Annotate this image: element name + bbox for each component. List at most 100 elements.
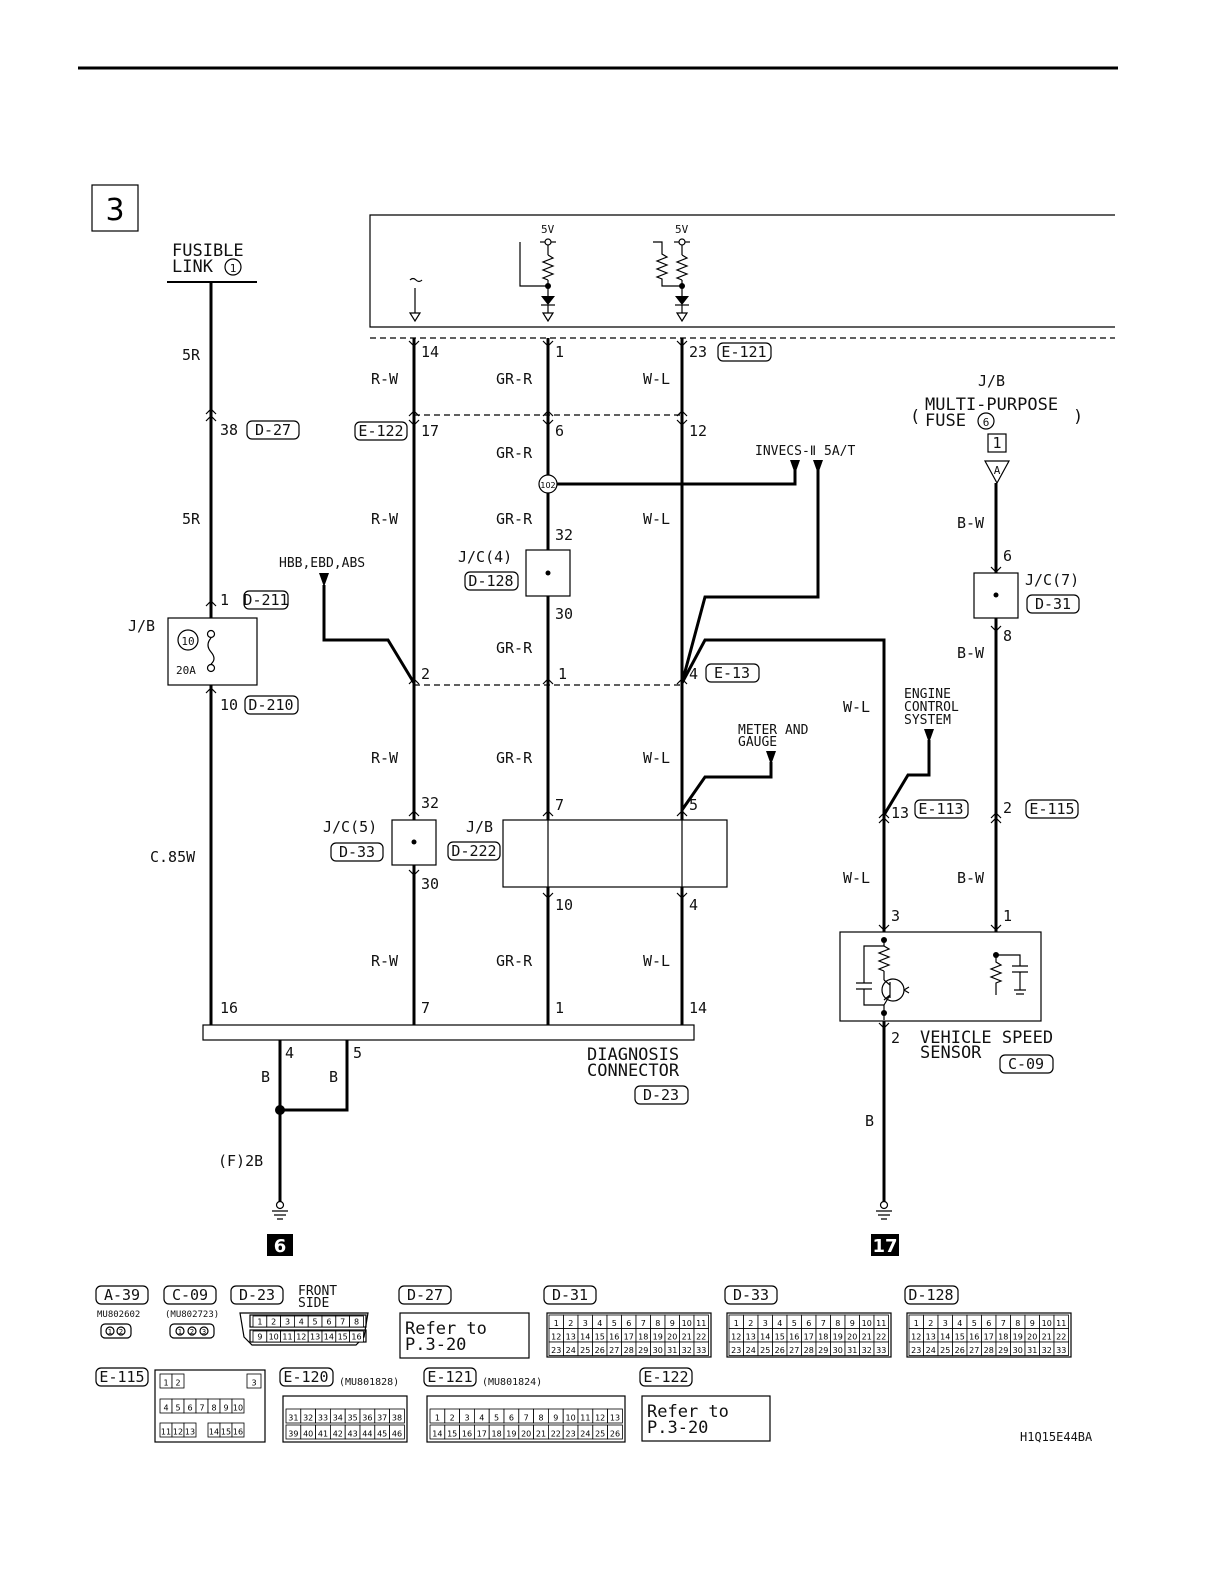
svg-text:11: 11 xyxy=(580,1414,590,1423)
svg-text:C-09: C-09 xyxy=(172,1286,208,1304)
svg-text:12: 12 xyxy=(731,1333,741,1342)
svg-text:8: 8 xyxy=(835,1319,840,1328)
svg-text:4: 4 xyxy=(777,1319,782,1328)
svg-text:29: 29 xyxy=(818,1346,828,1355)
svg-text:R-W: R-W xyxy=(371,370,399,388)
ecu-box xyxy=(369,214,1115,328)
svg-text:2: 2 xyxy=(928,1319,933,1328)
vehicle-speed-sensor: VEHICLE SPEED SENSOR xyxy=(839,931,1053,1063)
svg-text:8: 8 xyxy=(1015,1319,1020,1328)
svg-text:17: 17 xyxy=(624,1333,634,1342)
svg-text:11: 11 xyxy=(161,1428,171,1437)
svg-text:1: 1 xyxy=(435,1414,440,1423)
svg-text:14: 14 xyxy=(689,999,707,1017)
svg-text:2: 2 xyxy=(175,1379,180,1388)
svg-text:D-210: D-210 xyxy=(248,696,293,714)
svg-text:6: 6 xyxy=(806,1319,811,1328)
svg-text:45: 45 xyxy=(377,1430,387,1439)
svg-text:2: 2 xyxy=(891,1029,900,1047)
svg-text:21: 21 xyxy=(682,1333,692,1342)
svg-text:31: 31 xyxy=(288,1414,298,1423)
svg-text:15: 15 xyxy=(221,1428,231,1437)
svg-text:D-31: D-31 xyxy=(1035,595,1071,613)
svg-text:20: 20 xyxy=(847,1333,857,1342)
jb-mid-box: J/B xyxy=(466,818,728,888)
svg-text:5R: 5R xyxy=(182,346,201,364)
svg-text:B-W: B-W xyxy=(957,514,985,532)
drawing-code: H1Q15E44BA xyxy=(1020,1430,1093,1444)
svg-text:30: 30 xyxy=(421,875,439,893)
svg-text:(MU801824): (MU801824) xyxy=(482,1377,542,1388)
svg-text:GR-R: GR-R xyxy=(496,444,533,462)
svg-text:3: 3 xyxy=(583,1319,588,1328)
svg-text:19: 19 xyxy=(506,1430,516,1439)
svg-text:33: 33 xyxy=(696,1346,706,1355)
svg-text:10: 10 xyxy=(220,696,238,714)
svg-text:30: 30 xyxy=(653,1346,663,1355)
svg-text:1: 1 xyxy=(914,1319,919,1328)
svg-text:17: 17 xyxy=(477,1430,487,1439)
svg-text:14: 14 xyxy=(324,1333,334,1342)
svg-text:21: 21 xyxy=(536,1430,546,1439)
svg-text:E-122: E-122 xyxy=(358,422,403,440)
svg-text:FUSE: FUSE xyxy=(925,411,966,431)
svg-text:9: 9 xyxy=(670,1319,675,1328)
svg-text:27: 27 xyxy=(609,1346,619,1355)
svg-text:E-13: E-13 xyxy=(714,664,750,682)
svg-text:20: 20 xyxy=(667,1333,677,1342)
svg-text:1: 1 xyxy=(1003,907,1012,925)
svg-text:32: 32 xyxy=(1042,1346,1052,1355)
svg-text:2: 2 xyxy=(119,1328,123,1336)
svg-text:3: 3 xyxy=(202,1328,206,1336)
svg-text:MULTI-PURPOSE: MULTI-PURPOSE xyxy=(925,395,1058,415)
svg-text:18: 18 xyxy=(818,1333,828,1342)
svg-text:8: 8 xyxy=(1003,627,1012,645)
svg-text:11: 11 xyxy=(876,1319,886,1328)
svg-text:5: 5 xyxy=(612,1319,617,1328)
svg-text:10: 10 xyxy=(181,635,194,648)
svg-text:16: 16 xyxy=(969,1333,979,1342)
svg-text:3: 3 xyxy=(464,1414,469,1423)
svg-text:6: 6 xyxy=(509,1414,514,1423)
svg-text:CONNECTOR: CONNECTOR xyxy=(587,1061,680,1081)
svg-text:1: 1 xyxy=(220,591,229,609)
svg-text:(: ( xyxy=(910,407,920,427)
svg-text:21: 21 xyxy=(862,1333,872,1342)
svg-text:21: 21 xyxy=(1042,1333,1052,1342)
svg-text:30: 30 xyxy=(555,605,573,623)
svg-text:30: 30 xyxy=(1013,1346,1023,1355)
svg-text:SIDE: SIDE xyxy=(298,1296,329,1311)
svg-text:13: 13 xyxy=(566,1333,576,1342)
svg-text:C-09: C-09 xyxy=(1008,1055,1044,1073)
svg-text:4: 4 xyxy=(163,1404,168,1413)
svg-text:22: 22 xyxy=(696,1333,706,1342)
svg-text:33: 33 xyxy=(318,1414,328,1423)
svg-text:16: 16 xyxy=(462,1430,472,1439)
svg-text:B: B xyxy=(865,1112,874,1130)
connector-legend: A-39 MU802602 C-09 (MU802723) D-23 FRONT… xyxy=(95,1284,1093,1444)
svg-text:): ) xyxy=(1073,407,1083,427)
svg-text:5: 5 xyxy=(494,1414,499,1423)
svg-text:E-115: E-115 xyxy=(99,1368,144,1386)
svg-text:GR-R: GR-R xyxy=(496,370,533,388)
svg-text:W-L: W-L xyxy=(643,749,670,767)
svg-text:23: 23 xyxy=(689,343,707,361)
svg-text:J/B: J/B xyxy=(466,818,493,836)
svg-text:D-23: D-23 xyxy=(643,1086,679,1104)
svg-text:7: 7 xyxy=(421,999,430,1017)
svg-text:1: 1 xyxy=(554,1319,559,1328)
svg-text:42: 42 xyxy=(333,1430,343,1439)
svg-text:27: 27 xyxy=(969,1346,979,1355)
svg-text:(MU802723): (MU802723) xyxy=(165,1310,219,1320)
svg-text:1: 1 xyxy=(230,262,237,275)
svg-text:25: 25 xyxy=(940,1346,950,1355)
svg-text:10: 10 xyxy=(269,1333,279,1342)
svg-text:32: 32 xyxy=(421,794,439,812)
svg-text:43: 43 xyxy=(348,1430,358,1439)
svg-text:3: 3 xyxy=(943,1319,948,1328)
svg-text:38: 38 xyxy=(392,1414,402,1423)
svg-text:23: 23 xyxy=(911,1346,921,1355)
connector-chevrons xyxy=(205,340,1002,1034)
svg-text:14: 14 xyxy=(421,343,439,361)
